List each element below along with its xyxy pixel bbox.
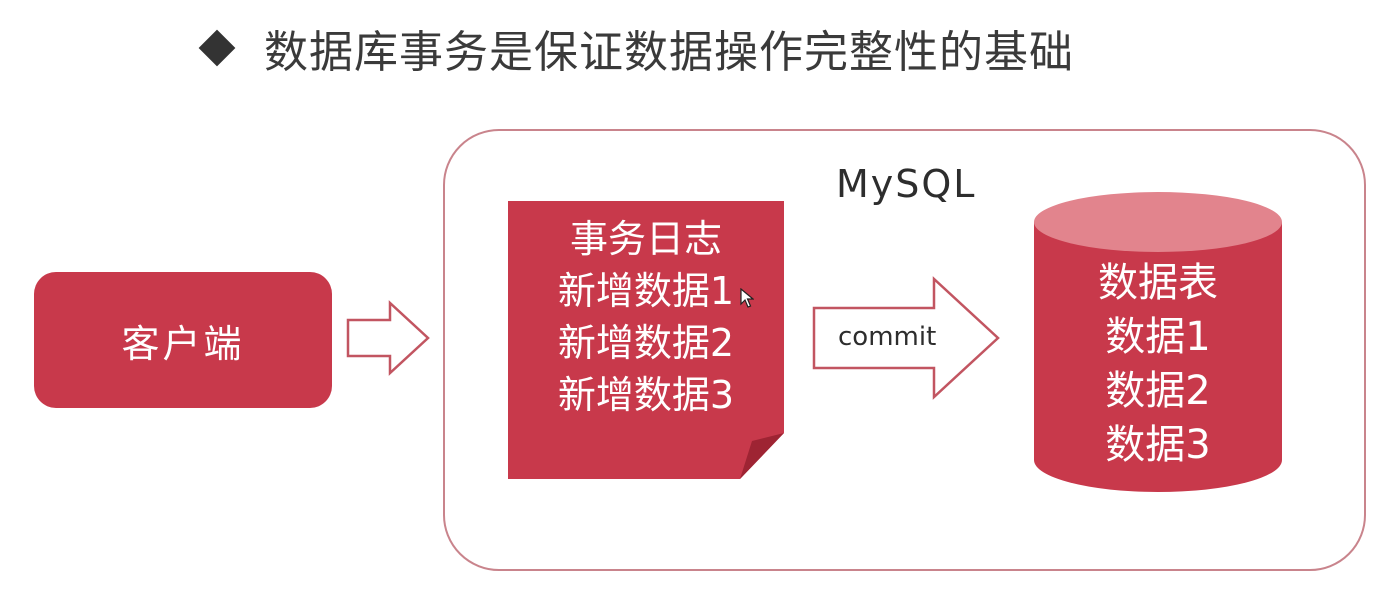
transaction-log-line: 新增数据2 (557, 321, 735, 365)
data-table-title: 数据表 (1098, 260, 1218, 306)
client-box: 客户端 (34, 272, 332, 408)
client-label: 客户端 (121, 321, 245, 366)
slide-title: 数据库事务是保证数据操作完整性的基础 (198, 18, 1074, 78)
data-table-line: 数据1 (1105, 314, 1211, 360)
mouse-pointer-icon (740, 287, 755, 312)
right-arrow-icon (812, 276, 1000, 400)
transaction-log-title: 事务日志 (569, 217, 722, 261)
slide-title-text: 数据库事务是保证数据操作完整性的基础 (264, 27, 1074, 78)
transaction-log-note: 事务日志 新增数据1 新增数据2 新增数据3 (508, 201, 784, 479)
commit-arrow (812, 276, 1002, 404)
transaction-log-line: 新增数据3 (557, 373, 735, 417)
transaction-log-line: 新增数据1 (557, 269, 735, 313)
mysql-container (443, 129, 1366, 571)
data-table-line: 数据2 (1105, 368, 1211, 414)
mysql-label: MySQL (836, 162, 977, 206)
data-table-lines: 数据表 数据1 数据2 数据3 (1032, 256, 1284, 472)
commit-label: commit (838, 322, 937, 352)
transaction-log-lines: 事务日志 新增数据1 新增数据2 新增数据3 (508, 213, 784, 421)
data-table-line: 数据3 (1105, 422, 1211, 468)
diamond-bullet-icon (198, 29, 236, 67)
data-table-cylinder: 数据表 数据1 数据2 数据3 (1032, 190, 1284, 494)
right-arrow-icon (346, 300, 432, 380)
